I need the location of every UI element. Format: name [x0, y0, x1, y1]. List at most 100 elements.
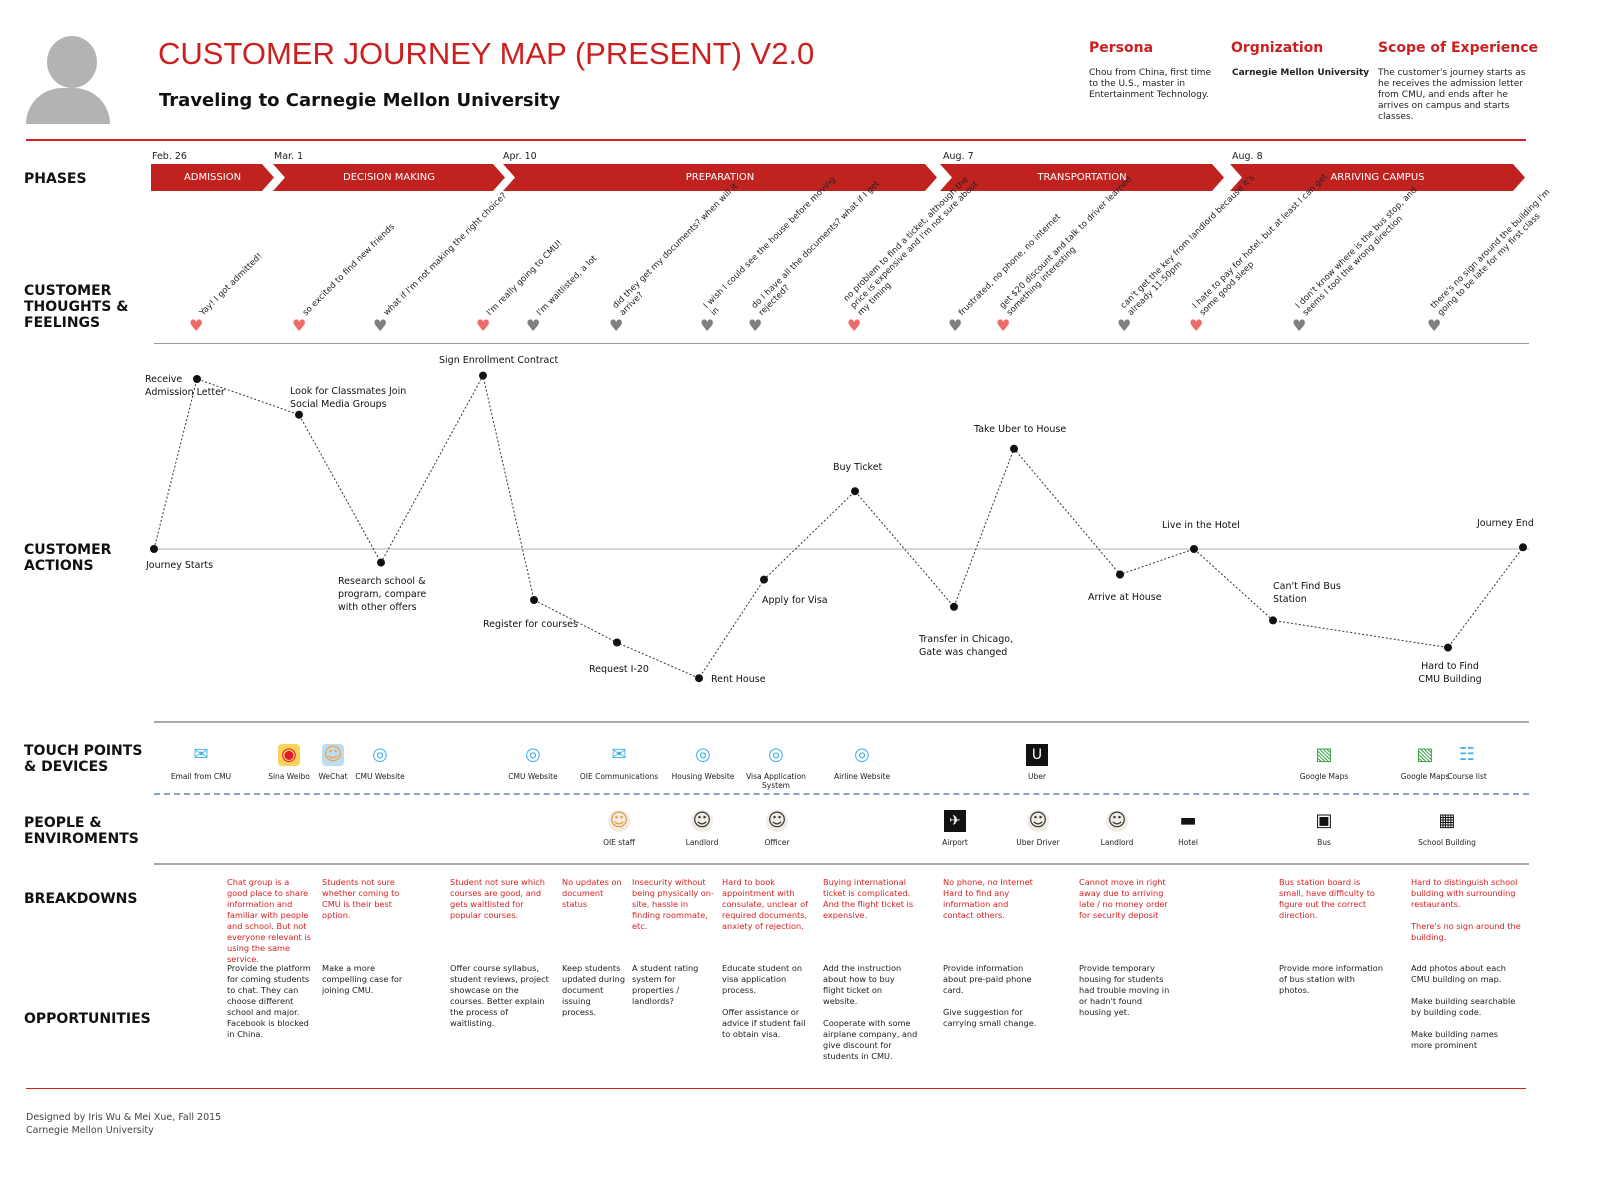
- phase-decision-making: DECISION MAKING: [273, 164, 505, 191]
- people-item: ☺Landlord: [1072, 810, 1162, 847]
- journey-point: [1190, 545, 1198, 553]
- journey-point: [193, 375, 201, 383]
- journey-point: [1116, 570, 1124, 579]
- section-label-touchpoints: TOUCH POINTS & DEVICES: [24, 743, 143, 775]
- wechat-icon: ☺: [322, 744, 344, 766]
- touchpoints-label: WeChat: [318, 772, 348, 781]
- globe-icon: ◎: [525, 744, 541, 765]
- globe-icon: ◎: [695, 744, 711, 765]
- breakdowns-item: Chat group is a good place to share info…: [227, 877, 311, 964]
- globe-icon: ◎: [854, 744, 870, 765]
- heart-icon: ♥: [373, 316, 388, 335]
- bus-icon: ▣: [1315, 810, 1333, 831]
- touchpoints-label: CMU Website: [508, 772, 558, 781]
- touchpoints-item: ◎Housing Website: [658, 744, 748, 781]
- divider: [154, 863, 1529, 865]
- breakdowns-item: Bus station board is small, have difficu…: [1279, 877, 1375, 920]
- touchpoints-item: ◎ Airline Website: [817, 744, 907, 781]
- mail-icon: ✉: [193, 744, 209, 765]
- journey-chart: [150, 371, 1529, 683]
- journey-point: [150, 545, 158, 553]
- action-label: Research school & program, compare with …: [338, 575, 427, 613]
- journey-point: [950, 602, 958, 611]
- person-female-icon: ☺: [608, 810, 630, 832]
- heart-icon: ♥: [1117, 316, 1132, 335]
- touchpoints-label: OIE Communications: [579, 772, 659, 781]
- breakdowns-item: No phone, no Internet Hard to find any i…: [943, 877, 1033, 920]
- touchpoints-item: ☷ Course list: [1422, 744, 1512, 781]
- phase-transportation: TRANSPORTATION: [940, 164, 1224, 191]
- action-label: Can't Find Bus Station: [1273, 581, 1341, 606]
- heart-icon: ♥: [1427, 316, 1442, 335]
- heart-icon: ♥: [996, 316, 1011, 335]
- page-title: CUSTOMER JOURNEY MAP (PRESENT) V2.0: [158, 36, 815, 71]
- people-label: Uber Driver: [1016, 838, 1060, 847]
- people-item: ☺Landlord: [657, 810, 747, 847]
- touchpoints-label: Email from CMU: [170, 772, 232, 781]
- journey-point: [1444, 643, 1452, 652]
- touchpoints-item: ✉ OIE Communications: [574, 744, 664, 781]
- action-label: Rent House: [711, 674, 766, 686]
- action-label: Receive Admission Letter: [145, 374, 225, 398]
- divider: [154, 343, 1529, 344]
- breakdowns-item: Hard to book appointment with consulate,…: [722, 877, 808, 931]
- person-male-icon: ☺: [1027, 810, 1049, 832]
- touchpoints-item: ◎CMU Website: [335, 744, 425, 781]
- opportunities-item: Offer course syllabus, student reviews, …: [450, 963, 549, 1028]
- heart-icon: ♥: [847, 316, 862, 335]
- opportunities-item: Keep students updated during document is…: [562, 963, 626, 1017]
- people-label: School Building: [1418, 838, 1476, 847]
- section-label-thoughts: CUSTOMER THOUGHTS & FEELINGS: [24, 283, 129, 331]
- action-label: Buy Ticket: [833, 462, 883, 474]
- section-label-opportunities: OPPORTUNITIES: [24, 1011, 151, 1027]
- heart-icon: ♥: [1292, 316, 1307, 335]
- action-label: Transfer in Chicago, Gate was changed: [919, 633, 1014, 658]
- footer-org: Carnegie Mellon University: [26, 1125, 154, 1136]
- touchpoints-item: ▧Google Maps: [1380, 744, 1470, 781]
- touchpoints-label: Google Maps: [1400, 772, 1450, 781]
- document-icon: ☷: [1458, 744, 1476, 765]
- people-label: Landlord: [685, 838, 719, 847]
- heart-icon: ♥: [526, 316, 541, 335]
- building-icon: ▦: [1438, 810, 1456, 831]
- breakdowns-item: Cannot move in right away due to arrivin…: [1079, 877, 1168, 920]
- phase-preparation: PREPARATION: [503, 164, 937, 191]
- heart-icon: ♥: [700, 316, 715, 335]
- action-label: Journey End: [1477, 518, 1534, 530]
- journey-point: [695, 674, 703, 683]
- touchpoints-label: Airline Website: [833, 772, 891, 781]
- action-label: Live in the Hotel: [1162, 520, 1240, 531]
- footer-divider: [26, 1088, 1526, 1089]
- people-label: Bus: [1317, 838, 1331, 847]
- people-item: ▣ Bus: [1279, 810, 1369, 847]
- action-label: Hard to Find CMU Building: [1418, 660, 1482, 685]
- breakdowns-item: Buying international ticket is complicat…: [823, 877, 914, 920]
- breakdowns-item: Students not sure whether coming to CMU …: [322, 877, 400, 920]
- touchpoints-item: ◉Sina Weibo: [244, 744, 334, 781]
- person-male-icon: ☺: [766, 810, 788, 832]
- weibo-icon: ◉: [278, 744, 300, 766]
- action-label: Look for Classmates Join Social Media Gr…: [290, 385, 407, 410]
- touchpoints-label: Google Maps: [1299, 772, 1349, 781]
- heart-icon: ♥: [189, 316, 204, 335]
- opportunities-item: Make a more compelling case for joining …: [322, 963, 403, 995]
- opportunities-item: Provide more information of bus station …: [1279, 963, 1384, 995]
- mail-icon: ✉: [611, 744, 627, 765]
- person-male-icon: ☺: [1106, 810, 1128, 832]
- phase-date: Aug. 8: [1232, 151, 1263, 162]
- footer-credit: Designed by Iris Wu & Mei Xue, Fall 2015: [26, 1112, 222, 1123]
- phase-date: Aug. 7: [943, 151, 974, 162]
- people-label: Airport: [942, 838, 968, 847]
- touchpoints-item: ◎Visa Application System: [731, 744, 821, 790]
- action-label: Take Uber to House: [974, 423, 1067, 435]
- journey-point: [1010, 444, 1018, 453]
- opportunities-item: Provide information about pre-paid phone…: [943, 963, 1037, 1028]
- touchpoints-label: Course list: [1447, 772, 1487, 781]
- heart-icon: ♥: [476, 316, 491, 335]
- persona-text: Chou from China, first time to the U.S.,…: [1089, 68, 1212, 100]
- journey-point: [295, 410, 303, 419]
- heart-icon: ♥: [748, 316, 763, 335]
- header-divider: [26, 139, 1526, 141]
- footer: Designed by Iris Wu & Mei Xue, Fall 2015…: [26, 1111, 221, 1137]
- people-item: ☺OIE staff: [574, 810, 664, 847]
